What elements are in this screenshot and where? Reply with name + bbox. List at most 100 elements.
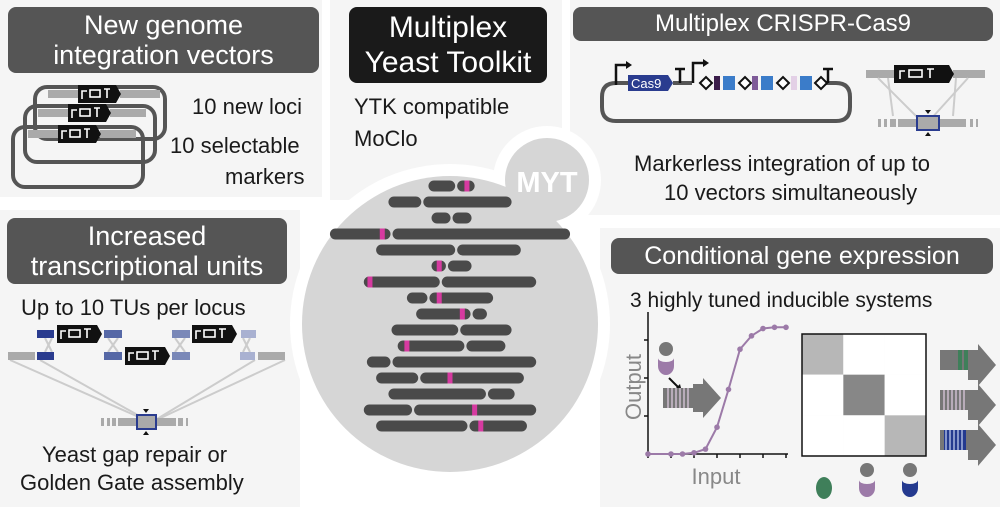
inducer-icon (658, 342, 674, 375)
header-title: Multiplex CRISPR-Cas9 (654, 10, 912, 37)
text-selectable: 10 selectable (170, 133, 300, 158)
text-new-loci: 10 new loci (192, 94, 303, 119)
plasmid-backbone (600, 81, 852, 123)
data-point (679, 451, 686, 457)
tu-assembly-diagram (8, 325, 286, 435)
integration-site-mark (472, 404, 478, 416)
header-line2: transcriptional units (30, 251, 264, 281)
dose-response-chart: Output Input (621, 312, 789, 489)
matrix-cell (843, 415, 885, 456)
terminator-icon (823, 67, 833, 83)
header-line1: Multiplex (388, 11, 508, 44)
data-point (645, 451, 651, 457)
matrix-cell (802, 374, 844, 416)
integration-site-mark (379, 228, 385, 240)
inducer-green-icon (816, 477, 832, 499)
chromosome (363, 404, 537, 416)
chromosome (376, 372, 524, 384)
myt-badge: MYT (516, 167, 578, 199)
text-ten-vectors: 10 vectors simultaneously (664, 180, 918, 205)
chromosome (388, 388, 515, 400)
chromosome-set (329, 180, 571, 432)
cas9-gene (628, 75, 673, 91)
chromosome (431, 260, 472, 272)
data-point (760, 325, 766, 332)
integration-site-mark (464, 180, 470, 192)
header-conditional: Conditional gene expression (611, 238, 993, 274)
data-point (783, 324, 789, 331)
header-title: Conditional gene expression (644, 242, 960, 270)
chromosome (388, 196, 512, 208)
promoter-arrow-icon (691, 61, 705, 83)
y-axis-label: Output (621, 354, 646, 420)
reporter-purple (940, 384, 996, 426)
inducer-purple-icon (859, 463, 875, 497)
matrix-cell (843, 334, 885, 375)
integration-site-mark (447, 372, 453, 384)
chromosome (376, 420, 527, 432)
integration-site-mark (478, 420, 484, 432)
header-toolkit: Multiplex Yeast Toolkit (349, 7, 547, 83)
arrow-icon (668, 377, 680, 389)
yeast-cell: MYT (290, 126, 610, 484)
data-point (714, 424, 720, 430)
matrix-cell (802, 415, 844, 456)
reporter-gene-icon (663, 378, 721, 418)
matrix-border (801, 333, 927, 457)
reporter-green (940, 344, 996, 386)
text-up-to-10-tus: Up to 10 TUs per locus (21, 295, 246, 320)
cell-body (302, 176, 598, 472)
stacked-plasmids-diagram (11, 85, 167, 189)
text-ytk-compatible: YTK compatible (354, 94, 510, 119)
text-moclo: MoClo (354, 126, 418, 151)
text-gap-repair: Yeast gap repair or (42, 442, 228, 467)
header-line1: New genome (83, 10, 244, 40)
text-markers: markers (225, 164, 305, 189)
integration-site-mark (404, 340, 410, 352)
integration-site-mark (367, 276, 373, 288)
header-crispr: Multiplex CRISPR-Cas9 (573, 7, 993, 41)
chromosome (428, 180, 475, 192)
integration-site-mark (459, 308, 465, 320)
matrix-cell (884, 415, 926, 456)
chromosome (431, 212, 472, 224)
bud (505, 138, 589, 222)
matrix-cell (843, 374, 885, 416)
header-line2: integration vectors (53, 40, 274, 70)
data-point (737, 346, 743, 353)
chromosome (406, 292, 494, 304)
reporter-navy (940, 424, 996, 466)
chromosome (363, 276, 537, 288)
data-point (748, 333, 755, 339)
inducer-navy-icon (902, 463, 918, 497)
text-markerless: Markerless integration of up to (634, 151, 930, 176)
chromosome (397, 340, 506, 352)
x-axis-label: Input (692, 464, 741, 489)
data-point (725, 386, 732, 393)
header-line2: Yeast Toolkit (364, 46, 532, 79)
chromosome (391, 324, 512, 336)
text-golden-gate: Golden Gate assembly (20, 470, 244, 495)
header-integration-vectors: New genome integration vectors (8, 7, 319, 73)
transcription-unit-icon (894, 65, 954, 83)
matrix-cell (884, 334, 926, 375)
data-point (771, 324, 778, 331)
chromosome (366, 356, 537, 368)
chromosome (329, 228, 571, 240)
chromosome (416, 308, 487, 320)
text-inducible-systems: 3 highly tuned inducible systems (630, 289, 933, 312)
header-transcriptional-units: Increased transcriptional units (7, 218, 287, 284)
target-site (136, 414, 157, 430)
matrix-cell (884, 374, 926, 416)
matrix-cell (802, 334, 844, 375)
data-point (691, 449, 697, 456)
integration-locus-diagram (866, 65, 985, 136)
header-line1: Increased (87, 221, 207, 251)
integration-site-mark (436, 260, 442, 272)
orthogonality-matrix (801, 333, 996, 499)
promoter-arrow-icon (614, 63, 628, 85)
chromosome (376, 244, 521, 256)
target-site (916, 115, 940, 131)
cas9-label: Cas9 (631, 76, 661, 91)
data-point (668, 451, 674, 457)
